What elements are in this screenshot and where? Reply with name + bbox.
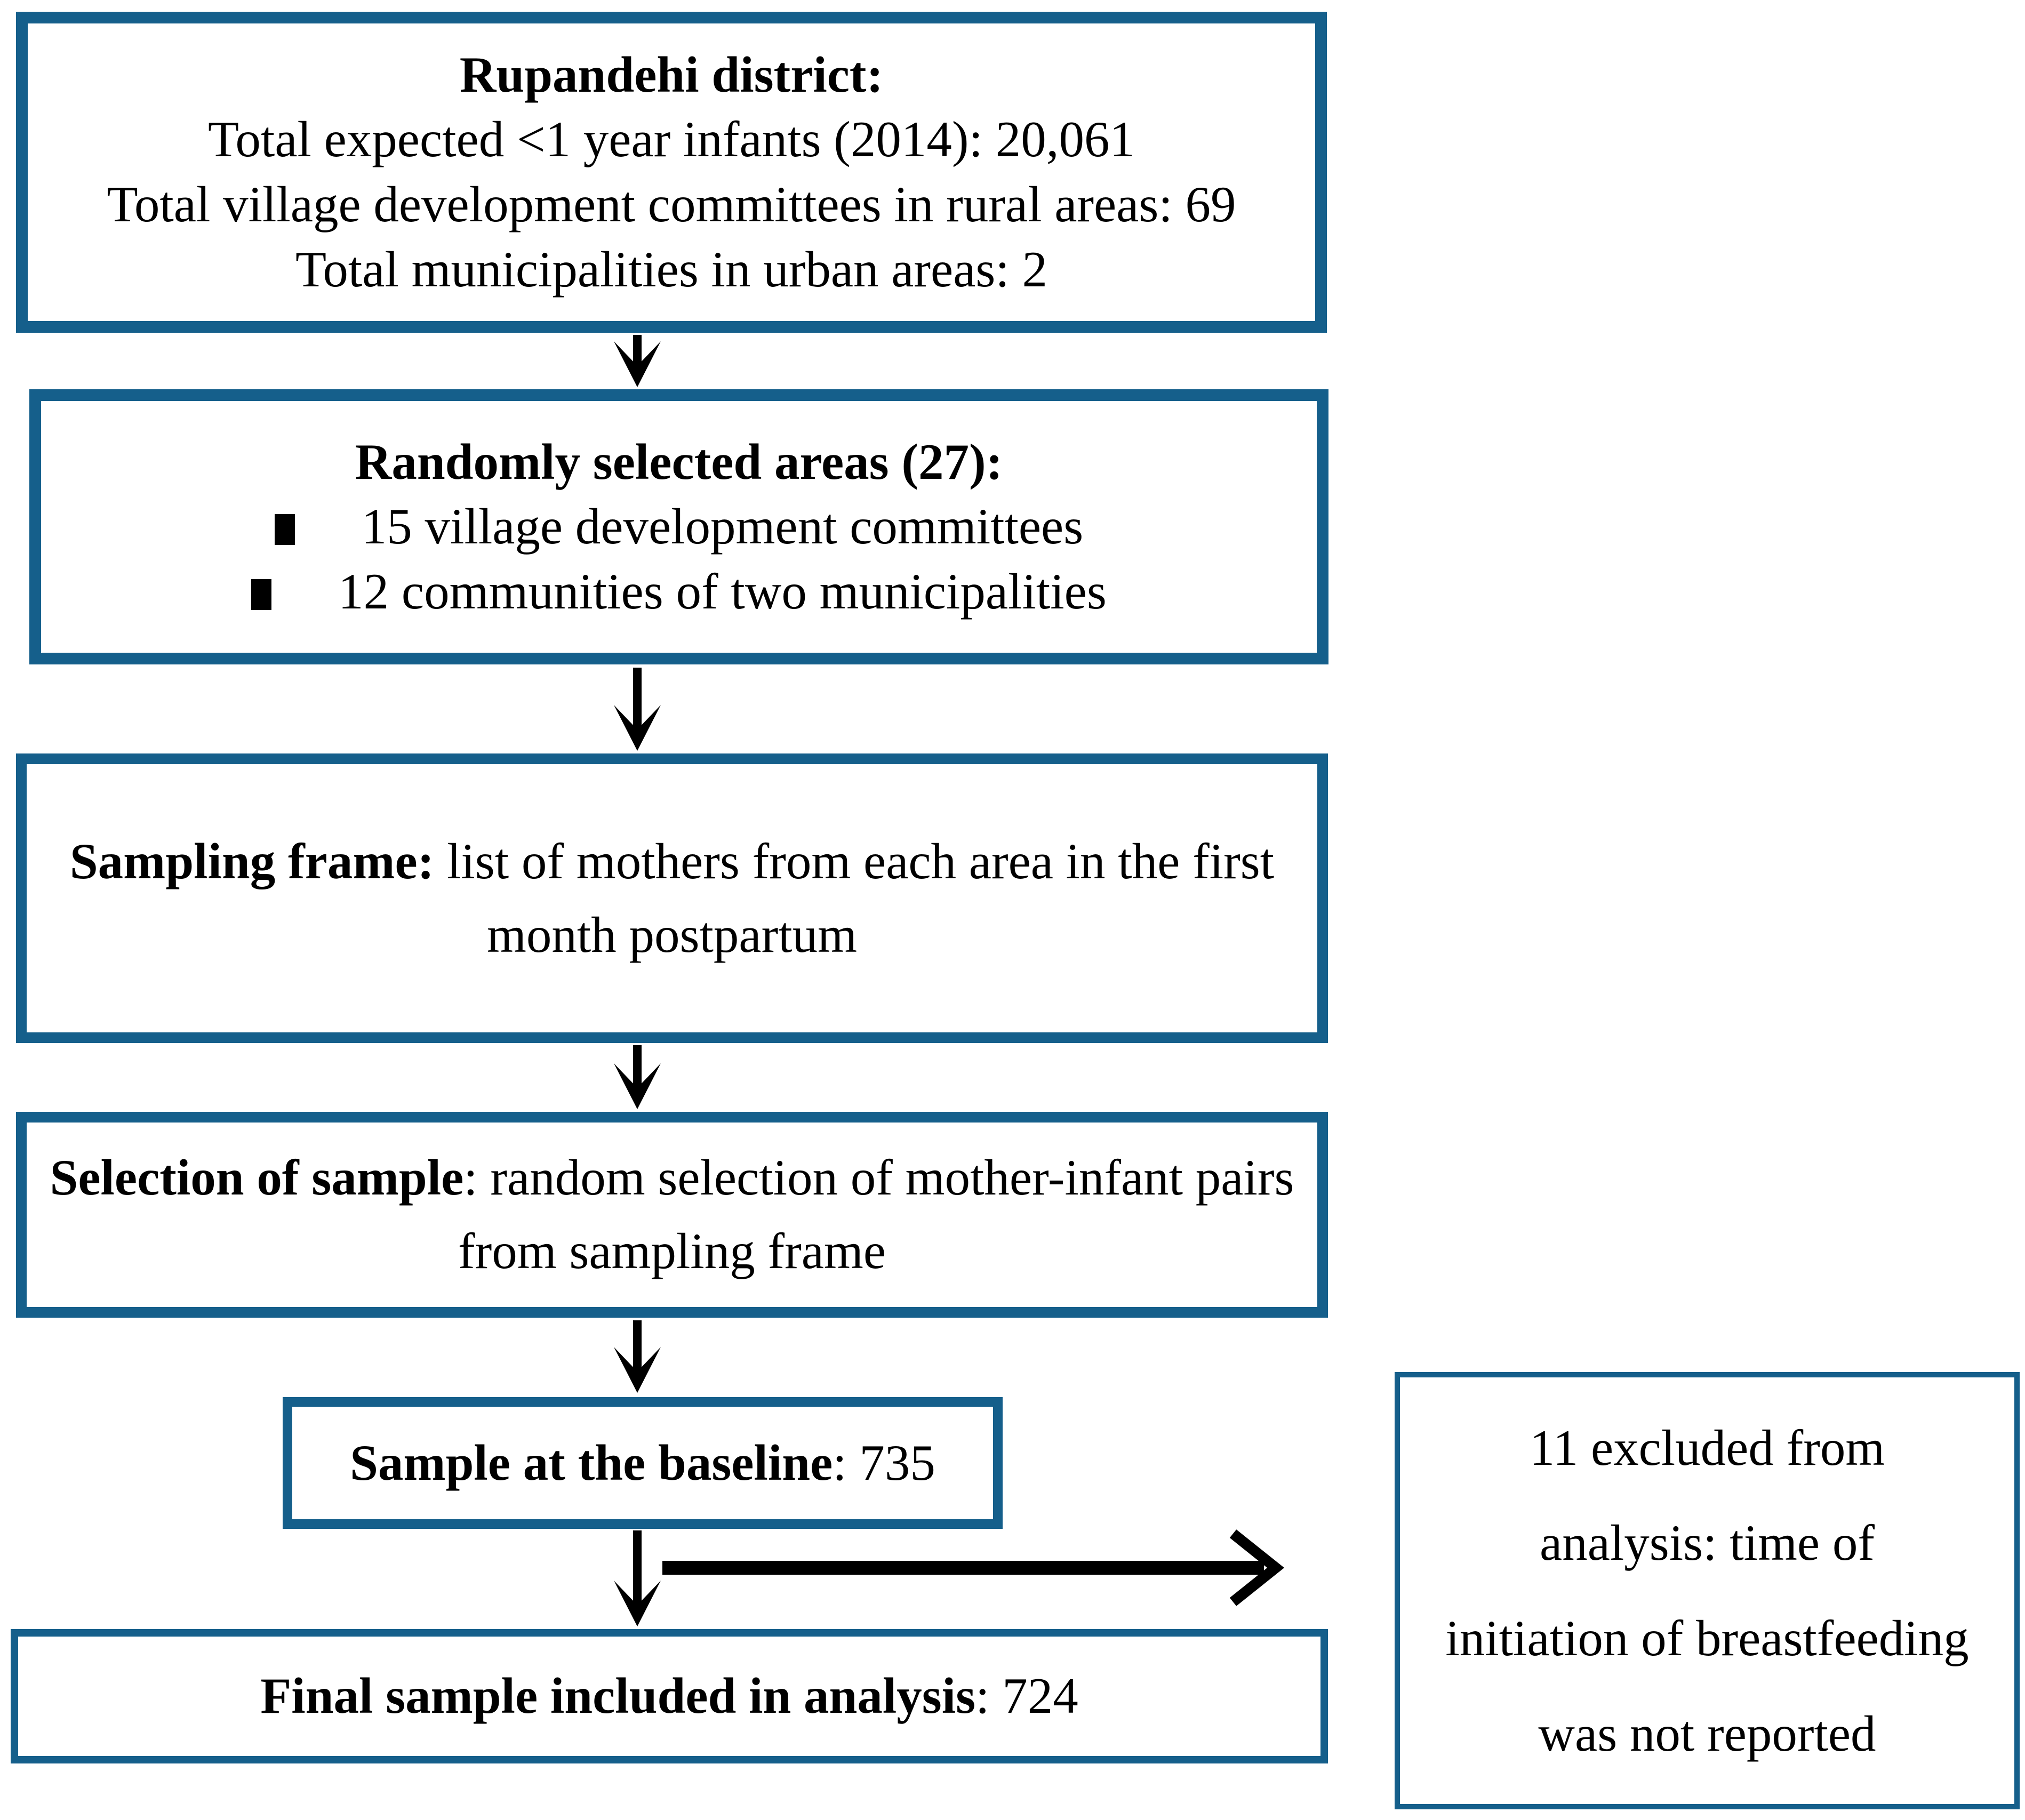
arrow-down-areas-to-frame [614,668,661,751]
box-excluded-line-2: analysis: time of [1540,1514,1875,1572]
box-excluded-line-4: was not reported [1538,1705,1876,1762]
square-bullet-icon [274,514,295,545]
box-district: Rupandehi district: Total expected <1 ye… [16,12,1327,333]
bullet-item-communities: 12 communities of two municipalities [251,559,1107,624]
box-sampling-frame-lead: Sampling frame: [69,832,435,889]
box-final-sample-lead: Final sample included in analysis [260,1667,976,1725]
box-selected-areas: Randomly selected areas (27): 15 village… [29,389,1328,664]
box-selection-of-sample-text: Selection of sample: random selection of… [37,1141,1307,1288]
box-selection-of-sample-lead: Selection of sample [50,1149,464,1206]
box-selection-of-sample-rest: : random selection of mother-infant pair… [458,1149,1294,1279]
box-baseline-sample-text: Sample at the baseline: 735 [350,1431,935,1496]
box-sampling-frame-text: Sampling frame: list of mothers from eac… [51,825,1293,972]
box-baseline-sample: Sample at the baseline: 735 [283,1397,1003,1529]
box-selected-areas-title: Randomly selected areas (27): [355,433,1003,490]
box-district-line-3: Total municipalities in urban areas: 2 [295,240,1048,298]
arrow-down-selection-to-baseline [614,1320,661,1393]
box-district-line-2: Total village development committees in … [107,176,1236,232]
box-selection-of-sample: Selection of sample: random selection of… [16,1112,1328,1318]
bullet-item-vdc: 15 village development committees [274,494,1084,559]
box-final-sample: Final sample included in analysis: 724 [11,1629,1328,1763]
arrow-down-frame-to-selection [614,1045,661,1109]
box-excluded-note: 11 excluded from analysis: time of initi… [1395,1372,2020,1809]
square-bullet-icon [251,579,272,610]
bullet-item-communities-label: 12 communities of two municipalities [338,563,1107,620]
arrow-down-baseline-to-final [614,1530,661,1626]
bullet-item-vdc-label: 15 village development committees [361,498,1084,555]
box-sampling-frame-rest: list of mothers from each area in the fi… [434,832,1275,963]
box-final-sample-count: : 724 [975,1667,1078,1725]
box-baseline-sample-count: : 735 [833,1434,935,1491]
box-sampling-frame: Sampling frame: list of mothers from eac… [16,753,1328,1043]
arrow-down-district-to-areas [614,335,661,387]
box-excluded-line-1: 11 excluded from [1529,1419,1885,1476]
box-final-sample-text: Final sample included in analysis: 724 [260,1664,1078,1729]
box-district-line-1: Total expected <1 year infants (2014): 2… [208,111,1135,168]
box-baseline-sample-lead: Sample at the baseline [350,1434,833,1491]
box-district-title: Rupandehi district: [459,46,884,103]
arrow-right-to-excluded [662,1529,1285,1606]
box-excluded-line-3: initiation of breastfeeding [1445,1610,1969,1666]
